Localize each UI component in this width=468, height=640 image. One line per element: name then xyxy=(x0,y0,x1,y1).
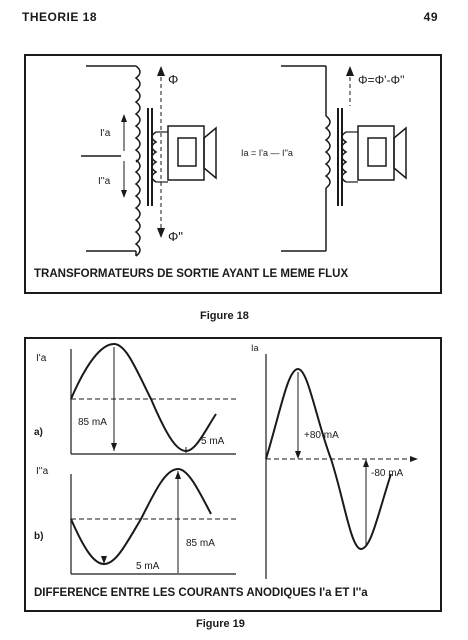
graph-b-axis-label: I''a xyxy=(36,466,49,477)
phi-formula: Φ=Φ'-Φ'' xyxy=(358,73,405,87)
figure-19-caption: DIFFERENCE ENTRE LES COURANTS ANODIQUES … xyxy=(34,587,368,599)
graph-a-value-main: 85 mA xyxy=(78,417,107,428)
flux-arrow-down xyxy=(157,228,165,238)
graph-b-curve xyxy=(70,467,212,566)
graph-a-value-min: 5 mA xyxy=(201,436,225,447)
current-arrow-down xyxy=(121,190,127,198)
graph-c-value-pos: +80 mA xyxy=(304,430,339,441)
figure-19-label: Figure 19 xyxy=(196,618,245,630)
graph-c-axis-label: Ia xyxy=(251,343,259,353)
graph-a-axis-label: I'a xyxy=(36,353,47,364)
phi-bottom-label: Φ" xyxy=(168,229,183,244)
current-label-2: I''a xyxy=(98,176,111,187)
current-waveform-diagram: I'a a) 85 mA 5 mA I''a b) 85 mA 5 mA Ia … xyxy=(34,342,418,579)
figure-18-frame: Φ Φ" I'a I''a Ia = I'a — I''a Φ=Φ'-Φ'' T… xyxy=(24,54,442,294)
figure-19-frame: I'a a) 85 mA 5 mA I''a b) 85 mA 5 mA Ia … xyxy=(24,337,442,612)
phi-top-label: Φ xyxy=(168,72,178,87)
primary-coil-upper xyxy=(134,65,141,163)
secondary-coil-left xyxy=(151,131,158,183)
primary-coil-lower xyxy=(134,159,141,257)
graph-a-curve xyxy=(70,342,217,453)
current-formula: Ia = I'a — I''a xyxy=(241,148,293,158)
current-arrow-up xyxy=(121,114,127,122)
page-number: 49 xyxy=(423,10,438,24)
page-header-title: THEORIE 18 xyxy=(22,10,98,24)
speaker-magnet-right xyxy=(357,125,395,181)
speaker-cone-right xyxy=(393,126,407,180)
right-secondary-coil xyxy=(341,131,348,183)
current-label-1: I'a xyxy=(100,128,111,139)
figure-18-caption: TRANSFORMATEURS DE SORTIE AYANT LE MEME … xyxy=(34,268,349,280)
graph-a-label: a) xyxy=(34,427,43,438)
graph-b-label: b) xyxy=(34,531,43,542)
graph-c-curve xyxy=(265,367,392,551)
transformer-diagram: Φ Φ" I'a I''a Ia = I'a — I''a Φ=Φ'-Φ'' xyxy=(81,65,407,257)
graph-c-value-neg: -80 mA xyxy=(371,468,404,479)
figure-18-label: Figure 18 xyxy=(200,310,249,322)
speaker-cone-left xyxy=(203,126,217,180)
graph-b-value-min: 5 mA xyxy=(136,561,160,572)
right-primary-coil xyxy=(324,115,331,189)
flux-arrow-up xyxy=(157,66,165,76)
speaker-magnet-left xyxy=(167,125,205,181)
graph-b-value-main: 85 mA xyxy=(186,538,215,549)
